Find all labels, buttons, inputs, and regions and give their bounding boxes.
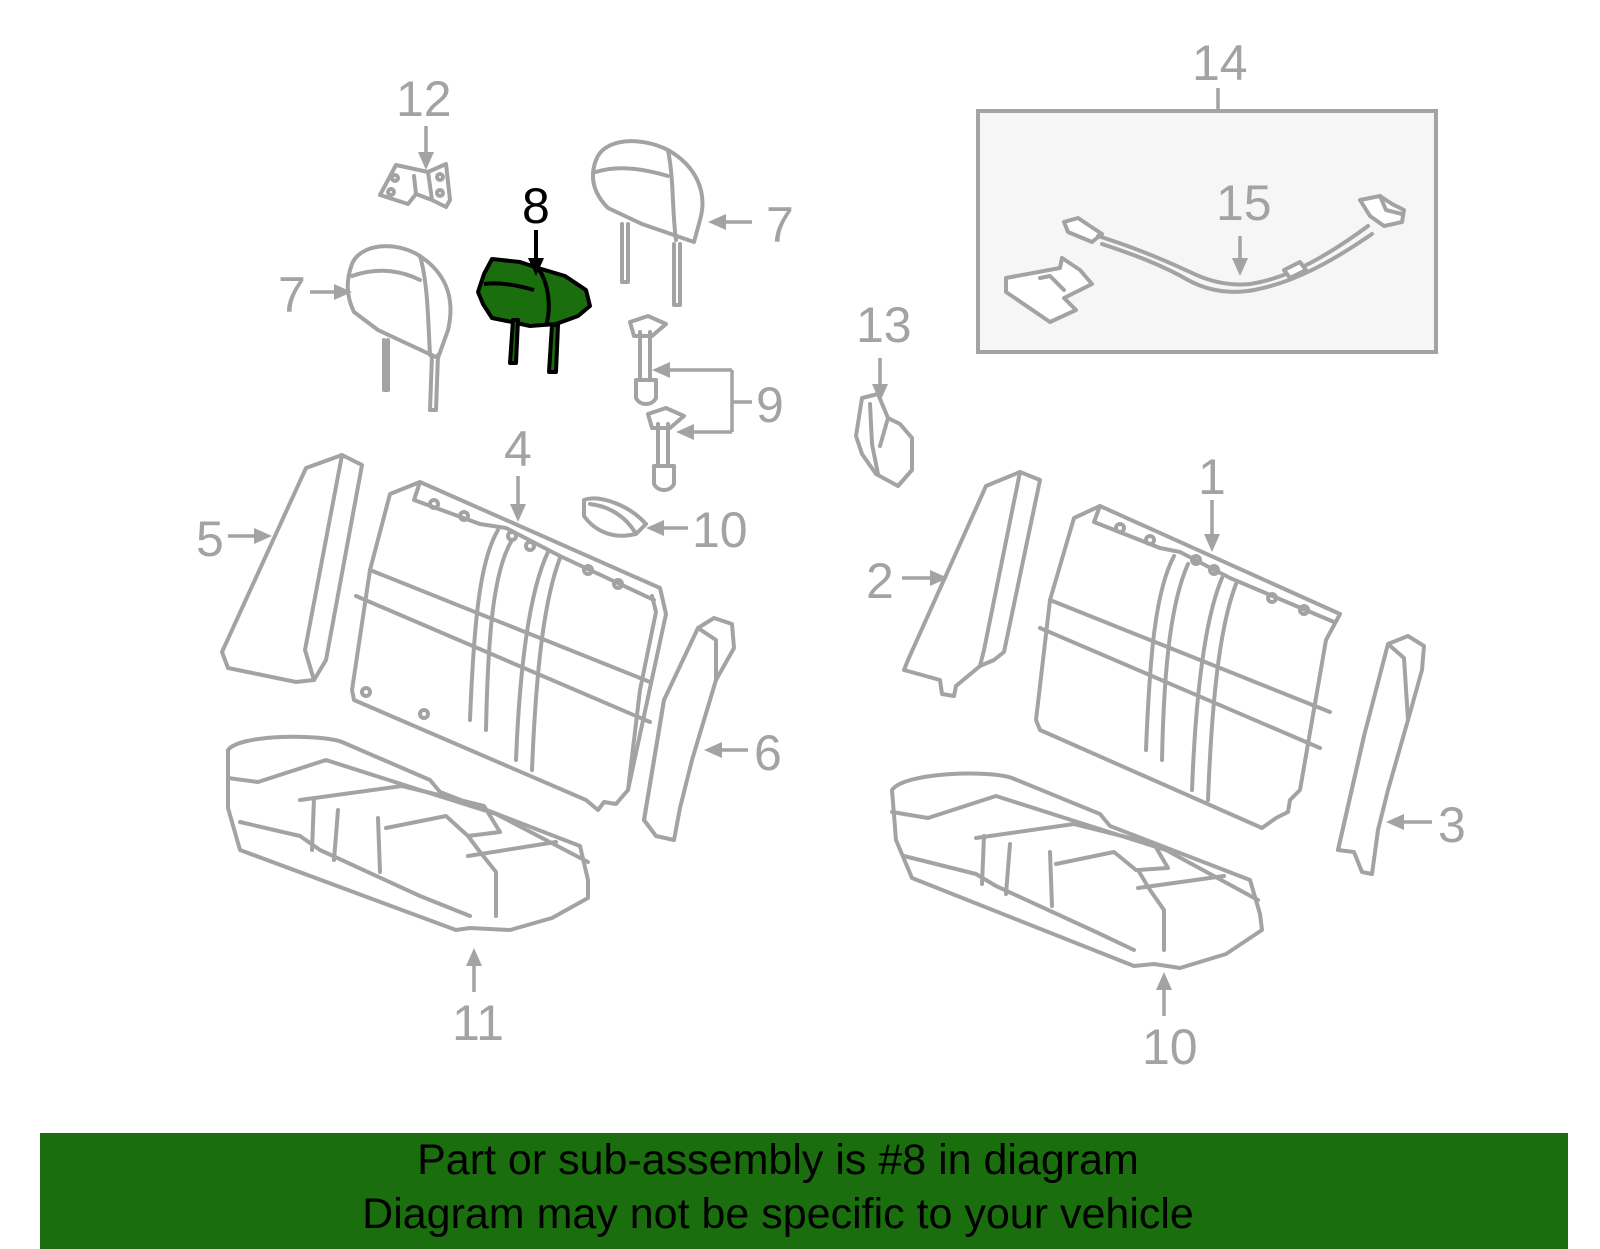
callout-3: 3: [1438, 797, 1466, 853]
part-9-headrest-guides[interactable]: [628, 314, 686, 492]
callout-5: 5: [196, 511, 224, 567]
part-6-side-bolster[interactable]: [642, 616, 736, 842]
callout-11: 10: [1142, 1019, 1198, 1075]
part-13-bracket[interactable]: [378, 162, 452, 209]
callout-2: 2: [866, 553, 894, 609]
callout-16: 15: [1216, 175, 1272, 231]
callout-7-right: 7: [766, 197, 794, 253]
part-14-bracket[interactable]: [854, 392, 914, 488]
callout-13: 12: [396, 71, 452, 127]
part-7-left-headrest[interactable]: [345, 244, 453, 412]
leader-lines: [228, 88, 1432, 1016]
part-7-right-headrest[interactable]: [590, 139, 705, 307]
part-5-side-bolster[interactable]: [220, 453, 364, 684]
callout-15: 14: [1192, 35, 1248, 91]
info-banner: Part or sub-assembly is #8 in diagram Di…: [40, 1133, 1568, 1249]
callout-6: 6: [754, 725, 782, 781]
callout-4: 4: [504, 421, 532, 477]
banner-line-2: Diagram may not be specific to your vehi…: [362, 1190, 1194, 1238]
part-1-seat-back-right[interactable]: [1034, 504, 1342, 830]
callout-labels: 12 8 7 7 9 10 4 5 6 11 13 14 15 2 1 3 10: [196, 35, 1466, 1075]
part-11-seat-cushion-right[interactable]: [890, 771, 1264, 970]
callout-10: 10: [692, 502, 748, 558]
callout-12: 11: [452, 995, 504, 1051]
callout-7-left: 7: [278, 267, 306, 323]
banner-line-1: Part or sub-assembly is #8 in diagram: [417, 1136, 1139, 1184]
callout-8: 8: [522, 178, 550, 234]
callout-9: 9: [756, 377, 784, 433]
part-3-side-bolster[interactable]: [1336, 634, 1426, 876]
callout-14: 13: [856, 297, 912, 353]
part-16-cable[interactable]: [1004, 194, 1406, 324]
callout-1: 1: [1198, 449, 1226, 505]
part-12-seat-cushion-left[interactable]: [226, 734, 590, 932]
part-8-center-headrest[interactable]: [476, 257, 592, 374]
part-4-seat-back-left[interactable]: [350, 480, 668, 812]
part-10-trim-cover[interactable]: [582, 496, 648, 538]
part-2-side-bolster[interactable]: [902, 470, 1042, 698]
